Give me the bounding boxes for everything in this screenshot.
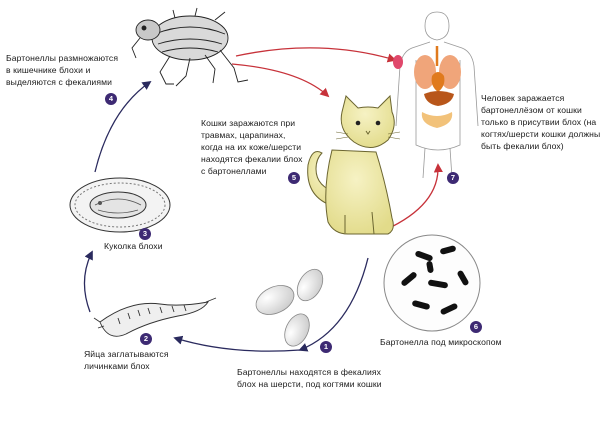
stage-2-label: Яйца заглатываются личинками блох	[84, 349, 169, 371]
stage-2-badge: 2	[140, 333, 152, 345]
stage-4-badge: 4	[105, 93, 117, 105]
pupa-illustration	[69, 177, 171, 233]
stage-1-badge: 1	[320, 341, 332, 353]
arrow-1-to-2	[173, 335, 301, 352]
stage-7-label: Человек заражается бартонеллёзом от кошк…	[481, 93, 601, 151]
cat-illustration	[307, 94, 401, 235]
human-organs-illustration	[393, 11, 479, 179]
stage-6-label: Бартонелла под микроскопом	[380, 337, 502, 347]
flea-illustration	[131, 7, 249, 87]
bacteria-microscope-view	[383, 234, 481, 332]
arrow-3-to-4	[94, 80, 152, 173]
stage-4-label: Бартонеллы размножаются в кишечнике блох…	[6, 53, 119, 87]
arrow-flea-to-human	[235, 47, 397, 63]
stage-3-label: Куколка блохи	[104, 241, 163, 251]
arrow-flea-to-cat	[231, 63, 330, 98]
stage-1-label: Бартонеллы находятся в фекалиях блох на …	[237, 367, 382, 389]
transmission-arrows	[231, 47, 443, 231]
stage-7-badge: 7	[447, 172, 459, 184]
larva-illustration	[93, 297, 217, 337]
stage-5-badge: 5	[288, 172, 300, 184]
arrow-6-to-1	[298, 257, 369, 352]
cycle-arrows	[83, 80, 369, 352]
stage-5-label: Кошки заражаются при травмах, царапинах,…	[201, 118, 303, 176]
stage-6-badge: 6	[470, 321, 482, 333]
stage-3-badge: 3	[139, 228, 151, 240]
arrow-cat-to-human	[384, 163, 443, 231]
arrow-2-to-3	[83, 250, 93, 313]
flea-eggs-illustration	[255, 268, 324, 347]
